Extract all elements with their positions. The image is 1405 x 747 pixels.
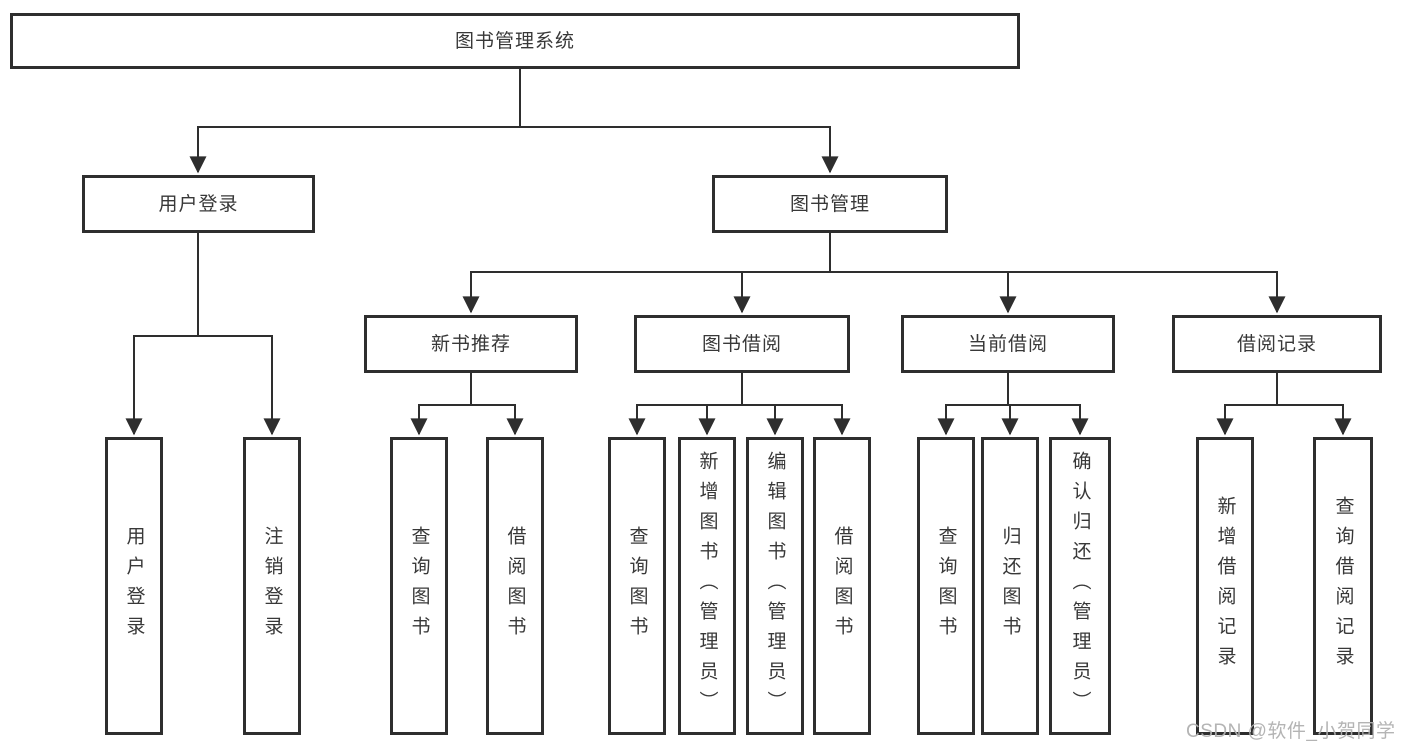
node-new-book-recommend: 新书推荐 xyxy=(364,315,578,373)
node-user-login: 用户登录 xyxy=(82,175,315,233)
node-book-management: 图书管理 xyxy=(712,175,948,233)
leaf-current-confirm-return-admin: 确认归还（管理员） xyxy=(1049,437,1111,735)
node-book-borrowing: 图书借阅 xyxy=(634,315,850,373)
node-borrow-records: 借阅记录 xyxy=(1172,315,1382,373)
leaf-newbook-query-books: 查询图书 xyxy=(390,437,448,735)
leaf-newbook-borrow-books: 借阅图书 xyxy=(486,437,544,735)
leaf-current-return-books: 归还图书 xyxy=(981,437,1039,735)
leaf-logout: 注销登录 xyxy=(243,437,301,735)
leaf-borrowing-query-books: 查询图书 xyxy=(608,437,666,735)
leaf-records-add-borrow-record: 新增借阅记录 xyxy=(1196,437,1254,735)
leaf-current-query-books: 查询图书 xyxy=(917,437,975,735)
leaf-borrowing-borrow-books: 借阅图书 xyxy=(813,437,871,735)
node-current-borrowing: 当前借阅 xyxy=(901,315,1115,373)
leaf-records-query-borrow-record: 查询借阅记录 xyxy=(1313,437,1373,735)
node-library-system: 图书管理系统 xyxy=(10,13,1020,69)
leaf-user-login: 用户登录 xyxy=(105,437,163,735)
leaf-borrowing-add-books-admin: 新增图书（管理员） xyxy=(678,437,736,735)
csdn-watermark: CSDN @软件_小贺同学 xyxy=(1186,721,1396,742)
leaf-borrowing-edit-books-admin: 编辑图书（管理员） xyxy=(746,437,804,735)
